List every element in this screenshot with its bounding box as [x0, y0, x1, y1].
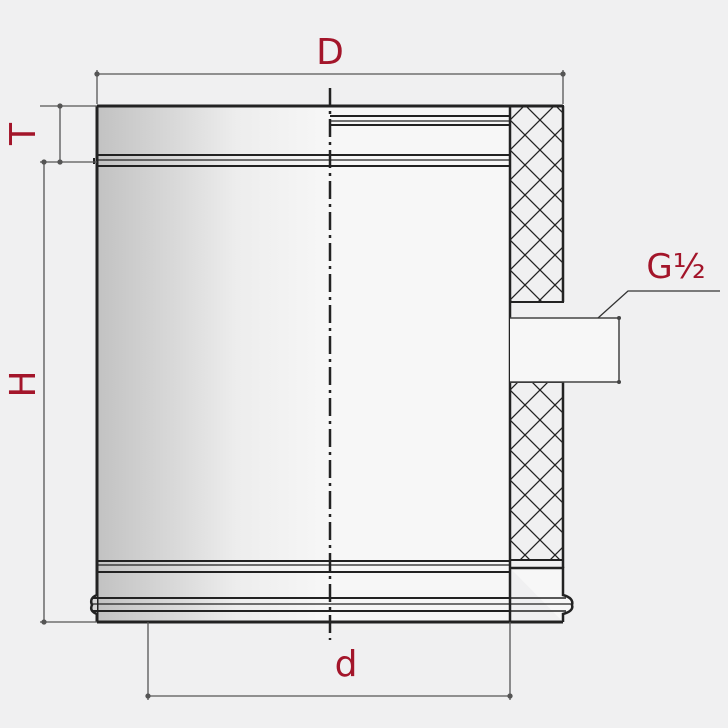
pipe-right-half	[330, 106, 510, 622]
bottom-band	[97, 560, 510, 573]
label-T: T	[3, 122, 44, 146]
label-d: d	[335, 644, 358, 685]
top-bead	[330, 115, 510, 126]
label-D: D	[316, 32, 344, 73]
insulation-lower	[509, 381, 564, 561]
dimension-T	[40, 103, 97, 165]
top-band	[93, 154, 510, 167]
dimension-D	[94, 70, 566, 104]
insulation-upper	[509, 105, 564, 303]
dimension-d	[145, 622, 513, 700]
label-thread: G½	[646, 247, 705, 287]
pipe-left-half	[97, 106, 330, 622]
dimension-H	[40, 159, 97, 625]
label-H: H	[3, 370, 44, 397]
bottom-socket	[89, 566, 574, 622]
pipe-body	[95, 104, 565, 624]
thread-fitting	[510, 290, 720, 384]
